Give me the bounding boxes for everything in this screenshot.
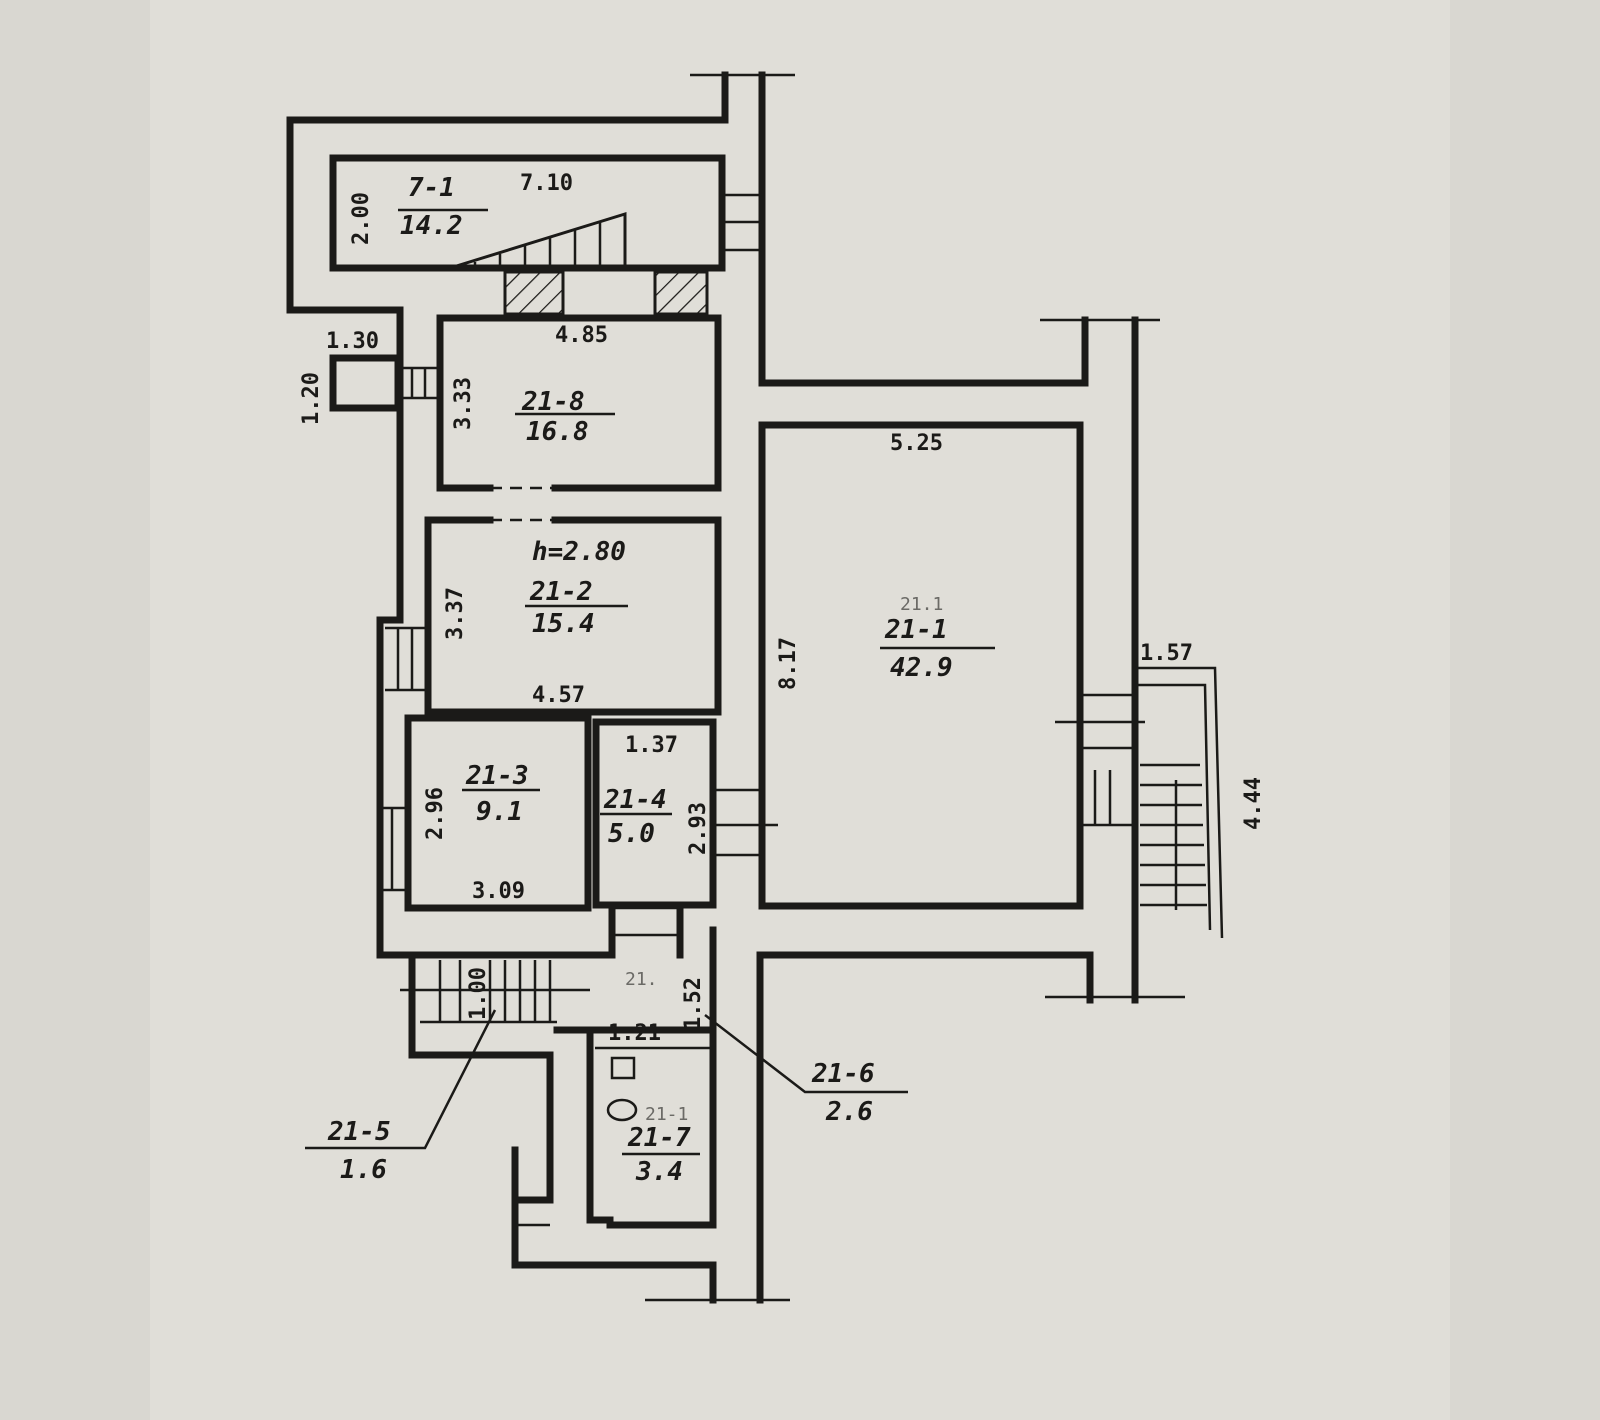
room-area-21-2: 15.4	[532, 609, 595, 639]
dim-21-8-depth: 3.33	[451, 377, 476, 430]
room-id-21-1: 21-1	[884, 615, 948, 645]
dim-21-2-depth: 3.37	[443, 587, 468, 640]
dim-7-1-width: 7.10	[520, 171, 573, 196]
dim-21-4-depth: 2.93	[686, 802, 711, 855]
room-21-4: 1.37 21-4 5.0 2.93	[592, 718, 778, 937]
room-21-3: 21-3 9.1 3.09 2.96	[380, 714, 592, 912]
room-id-21-3: 21-3	[465, 761, 529, 791]
dim-21-6-depth: 1.52	[681, 977, 706, 1030]
sink-icon	[610, 1056, 636, 1080]
dim-porch-depth: 1.20	[299, 372, 324, 425]
room-area-21-4: 5.0	[608, 819, 655, 849]
dim-stair-width: 1.57	[1140, 641, 1193, 666]
room-area-21-8: 16.8	[526, 417, 589, 447]
room-area-21-1: 42.9	[890, 653, 953, 683]
room-id-21-5: 21-5	[327, 1117, 391, 1147]
faint-mark-21-7: 21-1	[645, 1104, 688, 1125]
dim-21-8-width: 4.85	[555, 323, 608, 348]
dim-21-1-depth: 8.17	[776, 637, 801, 690]
dim-21-5-width: 1.00	[466, 967, 491, 1020]
room-21-8: 4.85 3.33 21-8 16.8	[436, 314, 722, 522]
room-7-1: 7-1 14.2 7.10 2.00	[329, 154, 762, 316]
dim-stair-length: 4.44	[1241, 777, 1266, 830]
faint-mark-21-1: 21.1	[900, 594, 943, 615]
room-id-21-8: 21-8	[521, 387, 585, 417]
room-id-21-2: 21-2	[529, 577, 593, 607]
room-id-21-6: 21-6	[811, 1059, 875, 1089]
dim-21-1-width: 5.25	[890, 431, 943, 456]
faint-mark-21-6: 21.	[625, 969, 658, 990]
room-area-21-3: 9.1	[476, 797, 523, 827]
dim-21-2-width: 4.57	[532, 683, 585, 708]
room-21-7: 21-1 21-7 3.4	[595, 1046, 713, 1187]
room-id-21-7: 21-7	[627, 1123, 691, 1153]
porch: 1.30 1.20	[299, 329, 440, 425]
toilet-icon	[606, 1098, 638, 1122]
stair-right: 1.57 4.44	[1135, 641, 1266, 939]
room-area-21-6: 2.6	[825, 1097, 873, 1127]
walls	[286, 71, 1185, 1304]
room-21-5: 1.00 21-5 1.6	[305, 960, 590, 1185]
dim-21-6-width: 1.21	[608, 1021, 661, 1046]
dim-21-3-depth: 2.96	[423, 787, 448, 840]
room-area-7-1: 14.2	[400, 211, 463, 241]
dim-21-3-width: 3.09	[472, 879, 525, 904]
room-21-2: h=2.80 21-2 15.4 4.57 3.37	[385, 516, 722, 716]
room-21-1: 5.25 8.17 21.1 21-1 42.9	[758, 421, 1145, 910]
dim-7-1-depth: 2.00	[349, 192, 374, 245]
dim-21-4-width: 1.37	[625, 733, 678, 758]
room-height-21-2: h=2.80	[532, 537, 626, 567]
room-area-21-7: 3.4	[635, 1157, 683, 1187]
room-area-21-5: 1.6	[340, 1155, 387, 1185]
dim-porch-width: 1.30	[326, 329, 379, 354]
room-21-6: 21. 1.21 1.52 21-6 2.6	[608, 969, 908, 1127]
room-id-7-1: 7-1	[408, 173, 455, 203]
room-id-21-4: 21-4	[603, 785, 667, 815]
